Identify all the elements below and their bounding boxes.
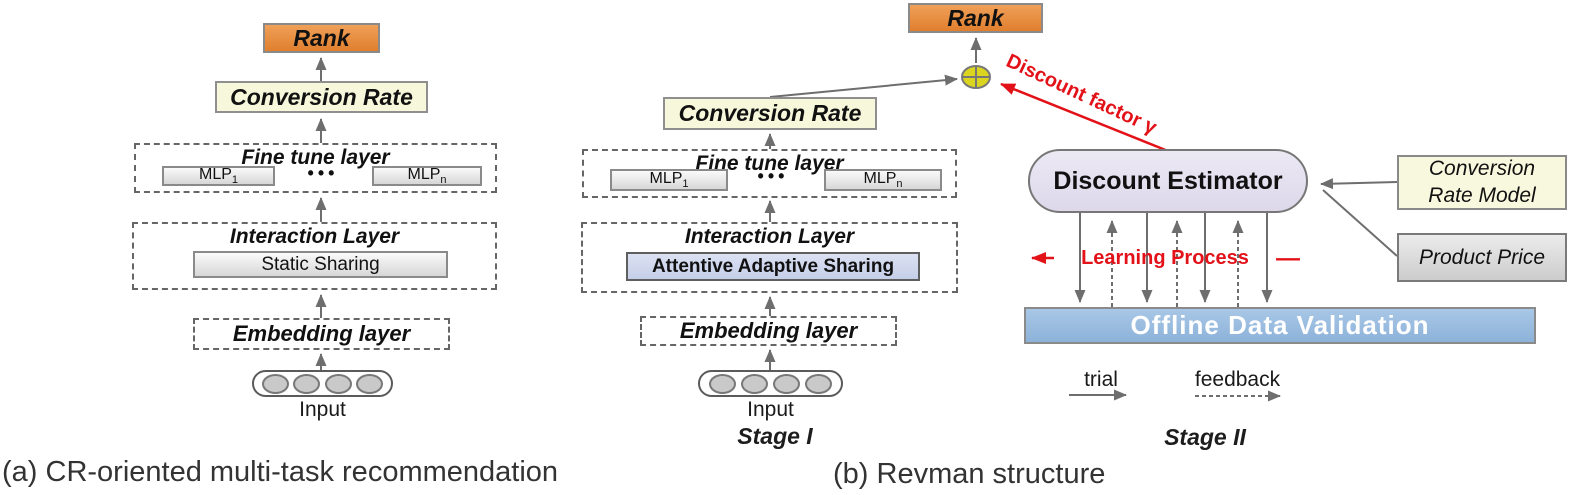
embedding-layer-box-b: Embedding layer [640, 316, 897, 346]
learning-process-label: Learning Process [1081, 247, 1249, 269]
rank-box-b: Rank [908, 3, 1043, 33]
offline-data-validation-label: Offline Data Validation [1130, 310, 1430, 340]
mlp-last-label-b: MLPn [863, 169, 903, 191]
input-node [262, 373, 290, 394]
interaction-layer-box-a: Interaction Layer [132, 222, 497, 290]
input-node [773, 373, 800, 394]
feedback-up-arrows [1106, 220, 1244, 307]
stage-one-label: Stage I [737, 423, 813, 449]
interaction-layer-label-b: Interaction Layer [684, 225, 855, 248]
conversion-rate-label-a: Conversion Rate [230, 83, 413, 110]
mlp-last-label-a: MLPn [407, 165, 447, 187]
input-node [805, 373, 832, 394]
embedding-layer-box-a: Embedding layer [193, 318, 450, 350]
discount-estimator-pill: Discount Estimator [1028, 149, 1308, 213]
embedding-layer-label-b: Embedding layer [679, 318, 858, 343]
crm-to-estimator-arrow [1320, 178, 1398, 190]
caption-b: (b) Revman structure [833, 458, 1106, 490]
static-sharing-label: Static Sharing [261, 253, 380, 275]
product-price-label: Product Price [1418, 245, 1546, 269]
flow-arrows-b-stage1 [764, 37, 982, 370]
interaction-layer-label-a: Interaction Layer [229, 225, 400, 248]
fine-tune-layer-box-b: Fine tune layer [582, 149, 957, 198]
mlp-first-label-a: MLP1 [198, 165, 239, 187]
stage-two-label: Stage II [1164, 424, 1246, 450]
input-node [293, 373, 321, 394]
mlp-dots-b: ••• [757, 166, 789, 186]
price-to-estimator-line [1322, 189, 1398, 257]
conversion-rate-label-b: Conversion Rate [678, 100, 862, 126]
legend-trial-label: trial [1084, 368, 1118, 391]
caption-a: (a) CR-oriented multi-task recommendatio… [2, 456, 559, 488]
mlp-first-label-b: MLP1 [649, 169, 689, 191]
conversion-rate-model-line1: Conversion [1428, 157, 1536, 181]
trial-down-arrows [1074, 213, 1273, 303]
fine-tune-layer-label-a: Fine tune layer [241, 146, 390, 169]
estimator-input-lines [1320, 178, 1398, 257]
cr-to-sum-arrow [769, 74, 958, 98]
interaction-layer-box-b: Interaction Layer [581, 222, 958, 293]
discount-factor-arrow [1000, 82, 1169, 153]
static-sharing-box: Static Sharing [193, 251, 448, 278]
attentive-adaptive-sharing-box: Attentive Adaptive Sharing [626, 252, 920, 281]
learning-process-dash: — [1276, 245, 1300, 272]
input-node [741, 373, 768, 394]
input-node [355, 373, 383, 394]
discount-estimator-label: Discount Estimator [1053, 166, 1283, 195]
offline-data-validation-box: Offline Data Validation [1024, 307, 1536, 344]
rank-label-a: Rank [293, 24, 350, 51]
conversion-rate-model-line2: Rate Model [1428, 183, 1536, 207]
input-pill-b [698, 370, 843, 397]
input-node [324, 373, 352, 394]
fine-tune-layer-label-b: Fine tune layer [695, 152, 844, 175]
input-pill-a [252, 370, 393, 397]
legend-feedback-label: feedback [1194, 368, 1281, 391]
rank-label-b: Rank [947, 4, 1004, 31]
conversion-rate-box-a: Conversion Rate [215, 81, 428, 113]
attentive-adaptive-sharing-label: Attentive Adaptive Sharing [651, 255, 895, 277]
fine-tune-layer-box-a: Fine tune layer [134, 143, 497, 193]
mlp-first-box-b: MLP1 [610, 169, 728, 191]
input-label-a: Input [299, 398, 346, 421]
conversion-rate-box-b: Conversion Rate [663, 97, 877, 130]
mlp-last-box-b: MLPn [824, 169, 942, 191]
embedding-layer-label-a: Embedding layer [232, 321, 411, 346]
product-price-box: Product Price [1397, 233, 1567, 282]
rank-box-a: Rank [263, 23, 380, 53]
mlp-first-box-a: MLP1 [162, 166, 275, 186]
sum-node-icon [961, 65, 991, 89]
mlp-dots-a: ••• [307, 163, 339, 183]
conversion-rate-model-box: Conversion Rate Model [1397, 155, 1567, 210]
input-node [709, 373, 736, 394]
input-label-b: Input [747, 398, 794, 421]
mlp-last-box-a: MLPn [372, 166, 482, 186]
